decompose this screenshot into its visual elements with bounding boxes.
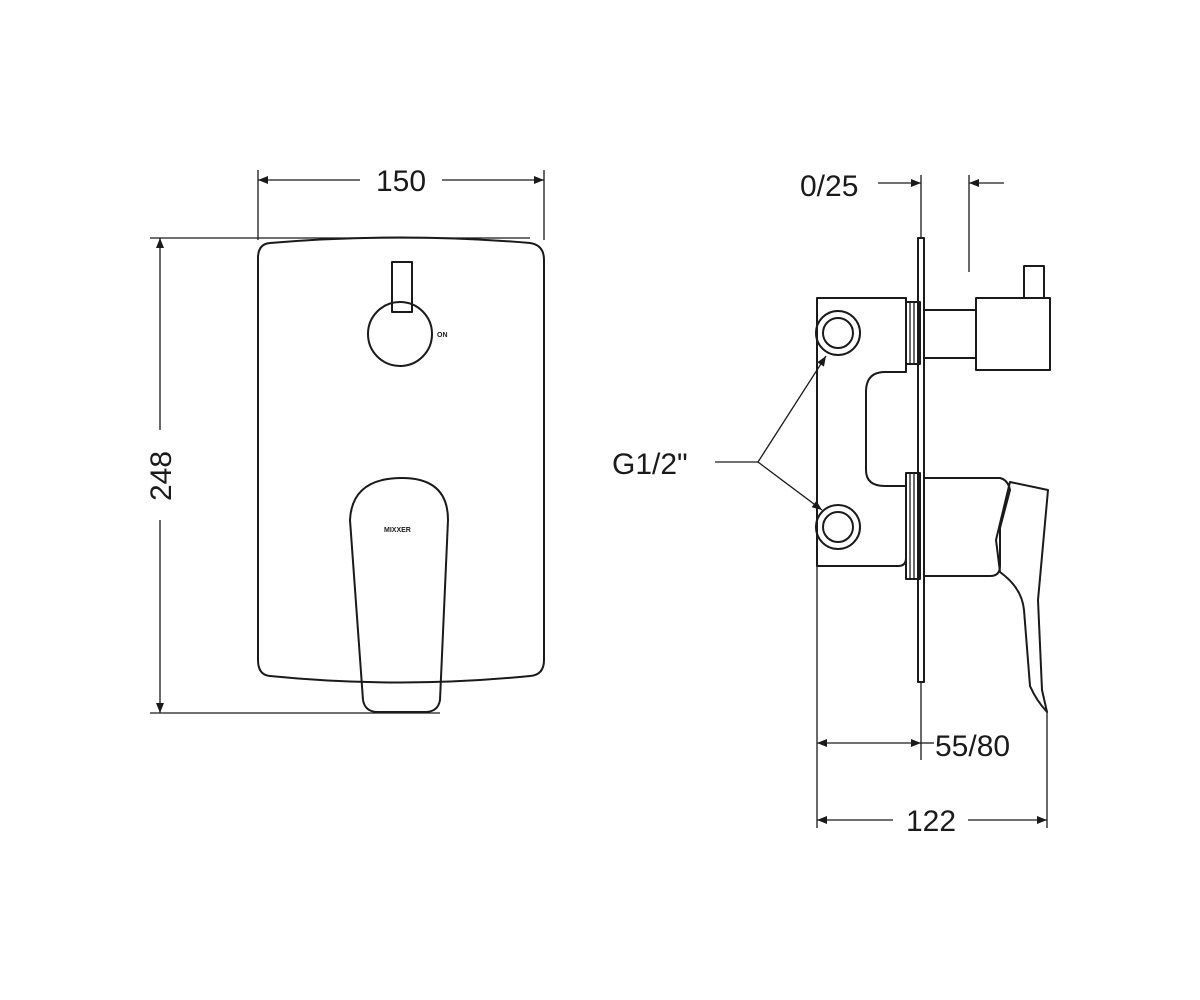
cover-plate xyxy=(257,236,545,684)
inlet-top-inner xyxy=(822,317,854,349)
front-view: ON MIXXER 150 248 xyxy=(145,165,545,714)
total-depth-label: 122 xyxy=(906,805,956,838)
side-view: 0/25 G1/2" 55/80 122 xyxy=(612,170,1051,838)
total-depth-dimension: 122 xyxy=(817,712,1048,838)
upper-collar xyxy=(905,301,921,365)
lever-side xyxy=(923,477,1011,577)
thread-callout: G1/2" xyxy=(612,355,827,511)
inlet-bottom-inner xyxy=(822,511,854,543)
inlet-bottom-outer xyxy=(815,504,861,550)
diverter-spindle xyxy=(923,309,977,359)
thread-label: G1/2" xyxy=(612,448,688,481)
lever-body xyxy=(349,477,449,713)
width-dim-label: 150 xyxy=(376,165,426,198)
diverter-pin xyxy=(1023,265,1045,299)
height-dim-label: 248 xyxy=(145,451,178,501)
brand-mark: MIXXER xyxy=(384,527,411,534)
lever-handle-side xyxy=(995,481,1049,713)
knob-disc xyxy=(367,301,433,367)
depth-adjust-dimension: 0/25 xyxy=(800,170,1004,272)
projection-dimension: 55/80 xyxy=(816,566,1010,828)
width-dimension: 150 xyxy=(257,165,545,240)
diverter-knob-side xyxy=(975,297,1051,371)
mixer-lever: MIXXER xyxy=(349,477,449,713)
height-dimension: 248 xyxy=(145,237,530,714)
knob-on-label: ON xyxy=(437,332,448,339)
knob-stem xyxy=(391,261,413,313)
diverter-knob: ON xyxy=(367,261,448,367)
inlet-top-outer xyxy=(815,310,861,356)
lower-collar xyxy=(905,472,921,580)
depth-adjust-label: 0/25 xyxy=(800,170,858,203)
valve-body xyxy=(816,297,907,567)
projection-label: 55/80 xyxy=(935,730,1010,763)
